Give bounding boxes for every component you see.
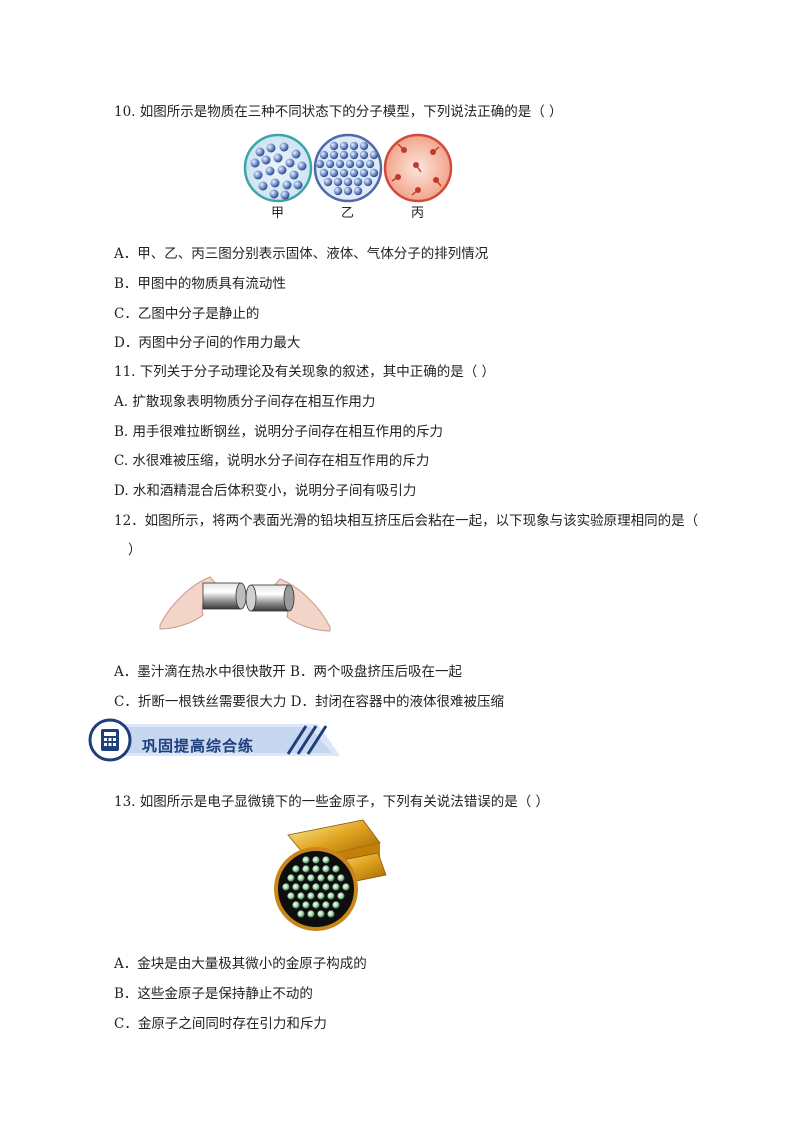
label-yi: 乙 [341,206,355,221]
q10-molecule-figure [243,133,453,203]
q13-option-c: C．金原子之间同时存在引力和斥力 [114,1016,327,1032]
q12-options-row2: C．折断一根铁丝需要很大力 D．封闭在容器中的液体很难被压缩 [114,694,504,710]
state-jia-circle [243,133,313,203]
q10-stem: 10. 如图所示是物质在三种不同状态下的分子模型，下列说法正确的是（ ） [114,104,563,120]
q12-stem-line1: 12．如图所示，将两个表面光滑的铅块相互挤压后会粘在一起，以下现象与该实验原理相… [114,513,699,529]
q13-option-a: A．金块是由大量极其微小的金原子构成的 [114,956,367,972]
calculator-icon [101,729,119,751]
q10-option-d: D．丙图中分子间的作用力最大 [114,335,301,351]
q11-stem: 11. 下列关于分子动理论及有关现象的叙述，其中正确的是（ ） [114,364,496,380]
state-yi-circle [313,133,383,203]
q11-option-a: A. 扩散现象表明物质分子间存在相互作用力 [114,394,376,410]
q12-options-row1: A．墨汁滴在热水中很快散开 B．两个吸盘挤压后吸在一起 [114,664,462,680]
lead-blocks-figure [159,576,331,632]
q13-stem: 13. 如图所示是电子显微镜下的一些金原子，下列有关说法错误的是（ ） [114,794,550,810]
q12-stem-line2: ） [128,542,142,558]
q11-option-d: D. 水和酒精混合后体积变小，说明分子间有吸引力 [114,483,417,499]
q11-option-b: B. 用手很难拉断钢丝，说明分子间存在相互作用的斥力 [114,424,444,440]
state-bing-circle [383,133,453,203]
q10-option-a: A．甲、乙、丙三图分别表示固体、液体、气体分子的排列情况 [114,246,489,262]
q10-option-b: B．甲图中的物质具有流动性 [114,276,286,292]
q13-option-b: B．这些金原子是保持静止不动的 [114,986,313,1002]
section-banner [88,718,340,762]
q11-option-c: C. 水很难被压缩，说明水分子间存在相互作用的斥力 [114,453,430,469]
q10-option-c: C．乙图中分子是静止的 [114,306,260,322]
gold-atoms-figure [274,819,387,931]
label-bing: 丙 [411,206,425,221]
label-jia: 甲 [271,206,285,221]
section-title: 巩固提高综合练 [142,737,255,755]
